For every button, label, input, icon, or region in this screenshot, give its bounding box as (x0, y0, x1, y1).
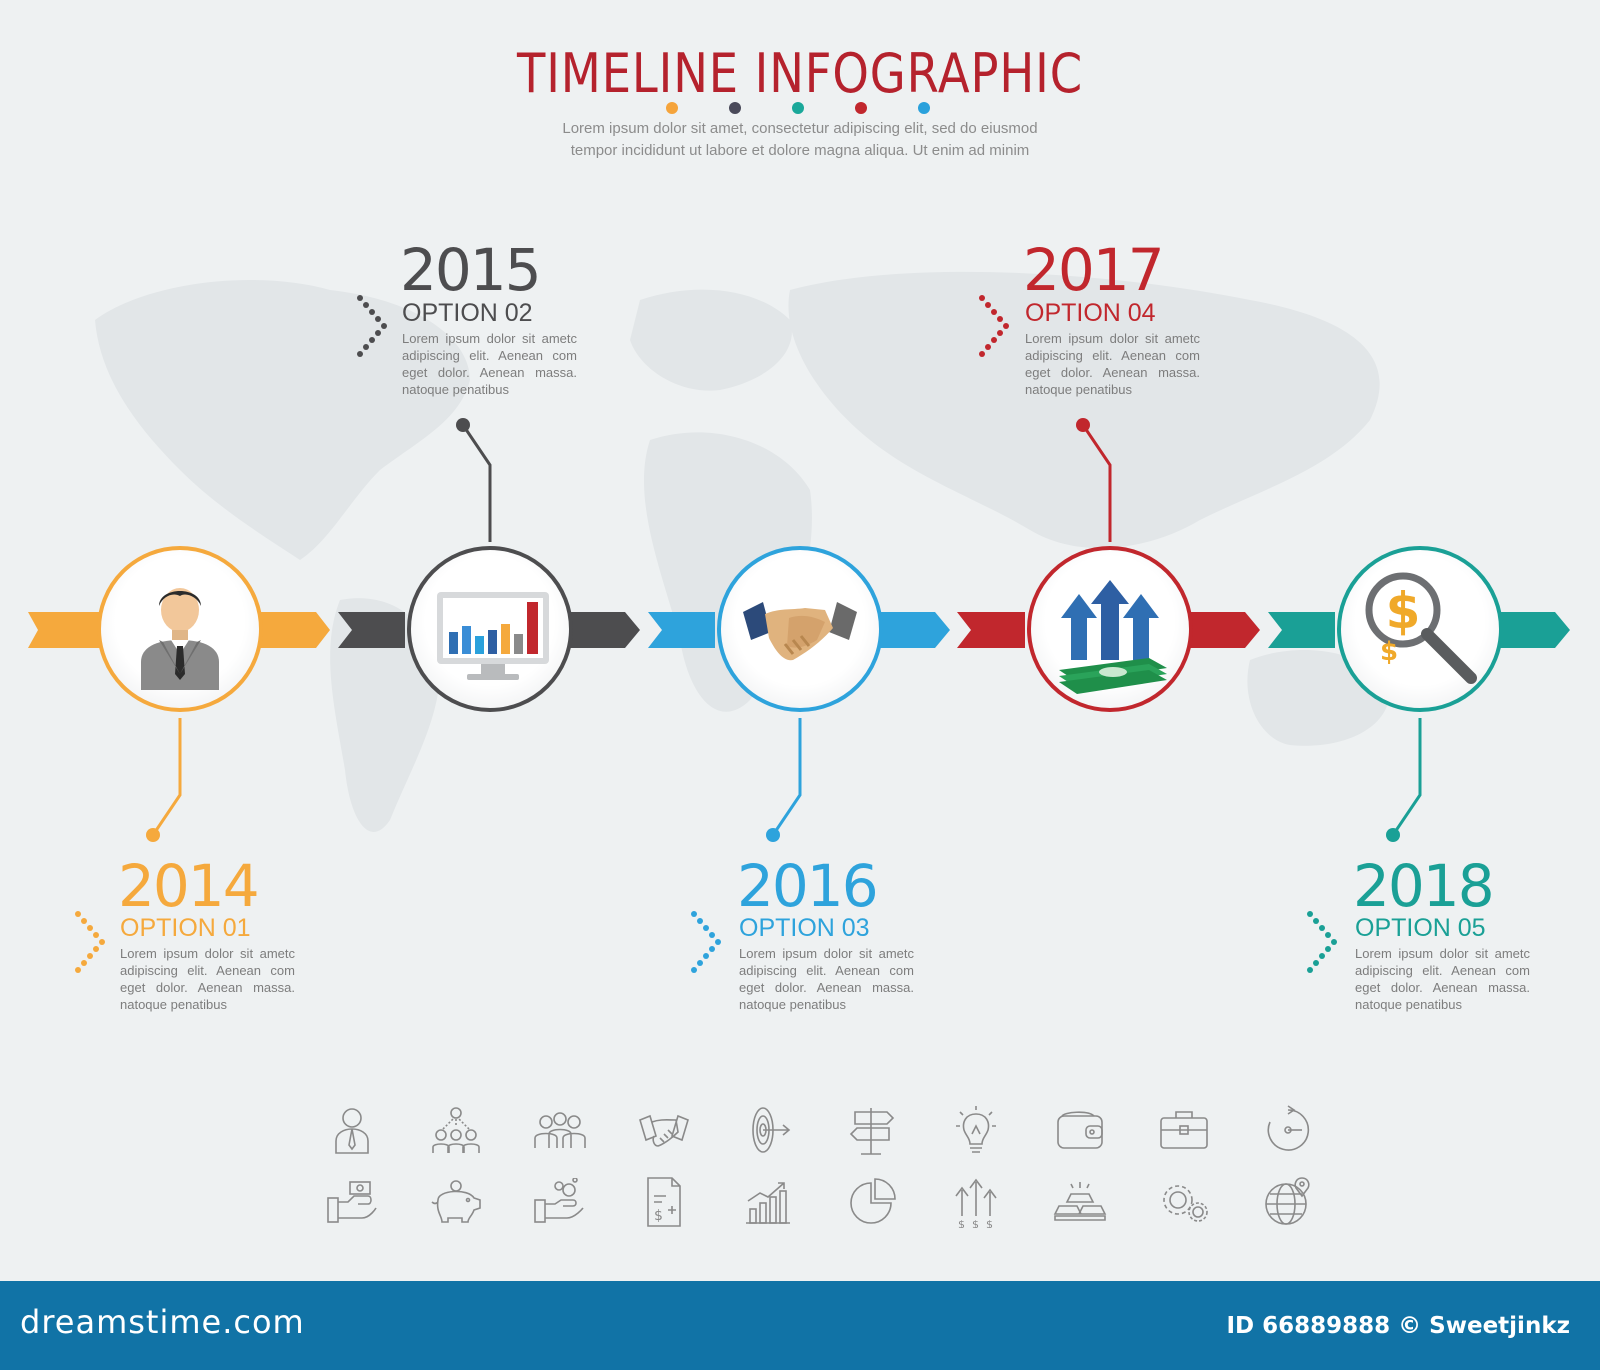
timeline-node-2015 (407, 546, 573, 712)
page-title: TIMELINE INFOGRAPHIC (517, 42, 1083, 105)
lightbulb-icon (924, 1103, 1028, 1157)
briefcase-icon (1132, 1103, 1236, 1157)
ribbon-segment-3 (648, 612, 950, 648)
connector-2017 (1081, 424, 1112, 542)
ribbon-segment-5 (1268, 612, 1570, 648)
monitor-bar-chart-icon (437, 592, 549, 680)
step-2-option: OPTION 02 (402, 299, 533, 327)
svg-text:$: $ (986, 1218, 993, 1228)
connector-end-2014 (146, 828, 160, 842)
connector-2018 (1391, 718, 1422, 836)
team-group-icon (508, 1103, 612, 1157)
icon-row-2: $ $ $ $ (300, 1175, 1340, 1229)
clock-refresh-icon (1236, 1103, 1340, 1157)
dot-blue (918, 102, 930, 114)
footer-credit: ID 66889888 © Sweetjinkz (1226, 1313, 1570, 1339)
globe-pin-icon (1236, 1175, 1340, 1229)
step-5-year: 2018 (1353, 852, 1495, 920)
businessman-outline-icon (300, 1103, 404, 1157)
color-dots (666, 102, 930, 114)
step-2-year: 2015 (400, 236, 542, 304)
dot-dark (729, 102, 741, 114)
chevron-2017 (979, 295, 1009, 357)
step-1-option: OPTION 01 (120, 914, 251, 942)
signpost-icon (820, 1103, 924, 1157)
ribbon-segment-4 (957, 612, 1260, 648)
team-network-icon (404, 1103, 508, 1157)
dot-orange (666, 102, 678, 114)
connector-2014 (151, 718, 182, 836)
connector-end-2018 (1386, 828, 1400, 842)
step-3-description: Lorem ipsum dolor sit ametc adipiscing e… (739, 946, 914, 1012)
step-3-year: 2016 (737, 852, 879, 920)
step-4-description: Lorem ipsum dolor sit ametc adipiscing e… (1025, 331, 1200, 397)
chevron-2018 (1307, 911, 1337, 973)
step-5-description: Lorem ipsum dolor sit ametc adipiscing e… (1355, 946, 1530, 1012)
coins-hand-icon (508, 1175, 612, 1229)
wallet-icon (1028, 1103, 1132, 1157)
svg-text:$: $ (958, 1218, 965, 1228)
dollar-arrows-icon: $ $ $ (924, 1175, 1028, 1229)
step-2-description: Lorem ipsum dolor sit ametc adipiscing e… (402, 331, 577, 397)
connector-2016 (771, 718, 802, 836)
icon-row-1 (300, 1103, 1340, 1157)
timeline-node-2016 (717, 546, 883, 712)
gold-bars-icon (1028, 1175, 1132, 1229)
handshake-outline-icon (612, 1103, 716, 1157)
step-5-option: OPTION 05 (1355, 914, 1486, 942)
footer-brand[interactable]: dreamstime.com (20, 1303, 305, 1341)
piggy-bank-icon (404, 1175, 508, 1229)
chevron-2015 (357, 295, 387, 357)
timeline-node-2018: $ $ (1337, 546, 1503, 712)
businessman-icon (141, 588, 219, 690)
connector-2015 (461, 424, 492, 542)
step-1-description: Lorem ipsum dolor sit ametc adipiscing e… (120, 946, 295, 1012)
dot-teal (792, 102, 804, 114)
timeline-node-2017 (1027, 546, 1193, 712)
step-4-year: 2017 (1023, 236, 1165, 304)
timeline-ribbon (28, 295, 1570, 973)
chevron-2014 (75, 911, 105, 973)
invoice-icon: $ (612, 1175, 716, 1229)
handshake-icon (743, 602, 857, 661)
svg-text:$: $ (972, 1218, 979, 1228)
growth-chart-icon (716, 1175, 820, 1229)
svg-text:$: $ (1386, 582, 1421, 640)
footer-bar: dreamstime.com ID 66889888 © Sweetjinkz (0, 1281, 1600, 1370)
step-3-option: OPTION 03 (739, 914, 870, 942)
money-growth-arrows-icon (1059, 580, 1167, 694)
dot-red (855, 102, 867, 114)
ribbon-segment-2 (338, 612, 640, 648)
money-hand-icon (300, 1175, 404, 1229)
connector-end-2017 (1076, 418, 1090, 432)
connector-end-2015 (456, 418, 470, 432)
gears-icon (1132, 1175, 1236, 1229)
step-1-year: 2014 (118, 852, 260, 920)
timeline-node-2014 (97, 546, 263, 712)
svg-text:$: $ (1380, 637, 1398, 667)
chevron-2016 (691, 911, 721, 973)
step-4-option: OPTION 04 (1025, 299, 1156, 327)
pie-chart-icon (820, 1175, 924, 1229)
target-icon (716, 1103, 820, 1157)
dollar-magnifier-icon: $ $ (1365, 572, 1477, 684)
svg-text:$: $ (654, 1208, 663, 1224)
ribbon-segment-1 (28, 612, 330, 648)
connector-end-2016 (766, 828, 780, 842)
intro-text: Lorem ipsum dolor sit amet, consectetur … (562, 120, 1038, 159)
